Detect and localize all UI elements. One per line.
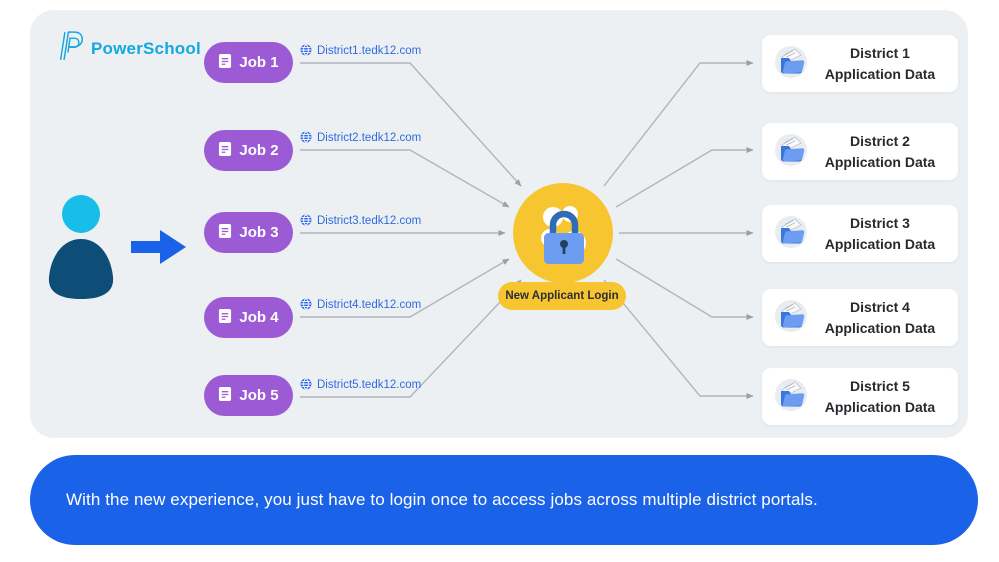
globe-icon — [300, 298, 312, 313]
job-label: Job 1 — [239, 54, 279, 71]
district-subtitle: Application Data — [824, 398, 936, 415]
district-card-text: District 4 Application Data — [812, 297, 958, 338]
document-icon — [218, 308, 232, 328]
globe-icon — [300, 214, 312, 229]
district-name: District 2 — [850, 133, 910, 150]
login-label: New Applicant Login — [505, 290, 619, 302]
district-name: District 3 — [850, 215, 910, 232]
lock-icon — [541, 206, 586, 264]
caption-text: With the new experience, you just have t… — [66, 490, 818, 509]
district-2-card: District 2 Application Data — [762, 123, 958, 180]
job-3-button[interactable]: Job 3 — [204, 212, 293, 253]
district-1-url-link[interactable]: District1.tedk12.com — [300, 43, 421, 59]
folder-icon — [770, 210, 812, 257]
district-card-text: District 2 Application Data — [812, 131, 958, 172]
district-subtitle: Application Data — [824, 65, 936, 82]
job-4-button[interactable]: Job 4 — [204, 297, 293, 338]
caption-banner: With the new experience, you just have t… — [30, 455, 978, 545]
job-label: Job 5 — [239, 387, 279, 404]
single-login-node — [513, 183, 613, 283]
district-card-text: District 3 Application Data — [812, 213, 958, 254]
district-subtitle: Application Data — [824, 319, 936, 336]
url-text: District1.tedk12.com — [317, 45, 422, 57]
document-icon — [218, 141, 232, 161]
district-3-url-link[interactable]: District3.tedk12.com — [300, 213, 421, 229]
district-subtitle: Application Data — [824, 153, 936, 170]
document-icon — [218, 53, 232, 73]
job-2-button[interactable]: Job 2 — [204, 130, 293, 171]
job-label: Job 2 — [239, 142, 279, 159]
job-1-button[interactable]: Job 1 — [204, 42, 293, 83]
applicant-person-icon — [43, 193, 119, 310]
globe-icon — [300, 131, 312, 146]
job-label: Job 4 — [239, 309, 279, 326]
job-label: Job 3 — [239, 224, 279, 241]
district-card-text: District 5 Application Data — [812, 376, 958, 417]
powerschool-logo: PowerSchool — [58, 30, 201, 67]
district-5-card: District 5 Application Data — [762, 368, 958, 425]
district-3-card: District 3 Application Data — [762, 205, 958, 262]
job-5-button[interactable]: Job 5 — [204, 375, 293, 416]
district-5-url-link[interactable]: District5.tedk12.com — [300, 377, 421, 393]
new-applicant-login-button[interactable]: New Applicant Login — [498, 282, 626, 310]
district-2-url-link[interactable]: District2.tedk12.com — [300, 130, 421, 146]
powerschool-p-icon — [58, 30, 84, 67]
document-icon — [218, 223, 232, 243]
url-text: District2.tedk12.com — [317, 132, 422, 144]
folder-icon — [770, 294, 812, 341]
district-1-card: District 1 Application Data — [762, 35, 958, 92]
folder-icon — [770, 373, 812, 420]
folder-icon — [770, 128, 812, 175]
district-subtitle: Application Data — [824, 235, 936, 252]
url-text: District3.tedk12.com — [317, 215, 422, 227]
district-card-text: District 1 Application Data — [812, 43, 958, 84]
right-arrow-icon — [131, 230, 186, 269]
url-text: District4.tedk12.com — [317, 299, 422, 311]
district-4-card: District 4 Application Data — [762, 289, 958, 346]
district-name: District 5 — [850, 378, 910, 395]
district-name: District 4 — [850, 299, 910, 316]
url-text: District5.tedk12.com — [317, 379, 422, 391]
district-name: District 1 — [850, 45, 910, 62]
district-4-url-link[interactable]: District4.tedk12.com — [300, 297, 421, 313]
brand-name: PowerSchool — [91, 38, 201, 58]
folder-icon — [770, 40, 812, 87]
document-icon — [218, 386, 232, 406]
globe-icon — [300, 44, 312, 59]
globe-icon — [300, 378, 312, 393]
